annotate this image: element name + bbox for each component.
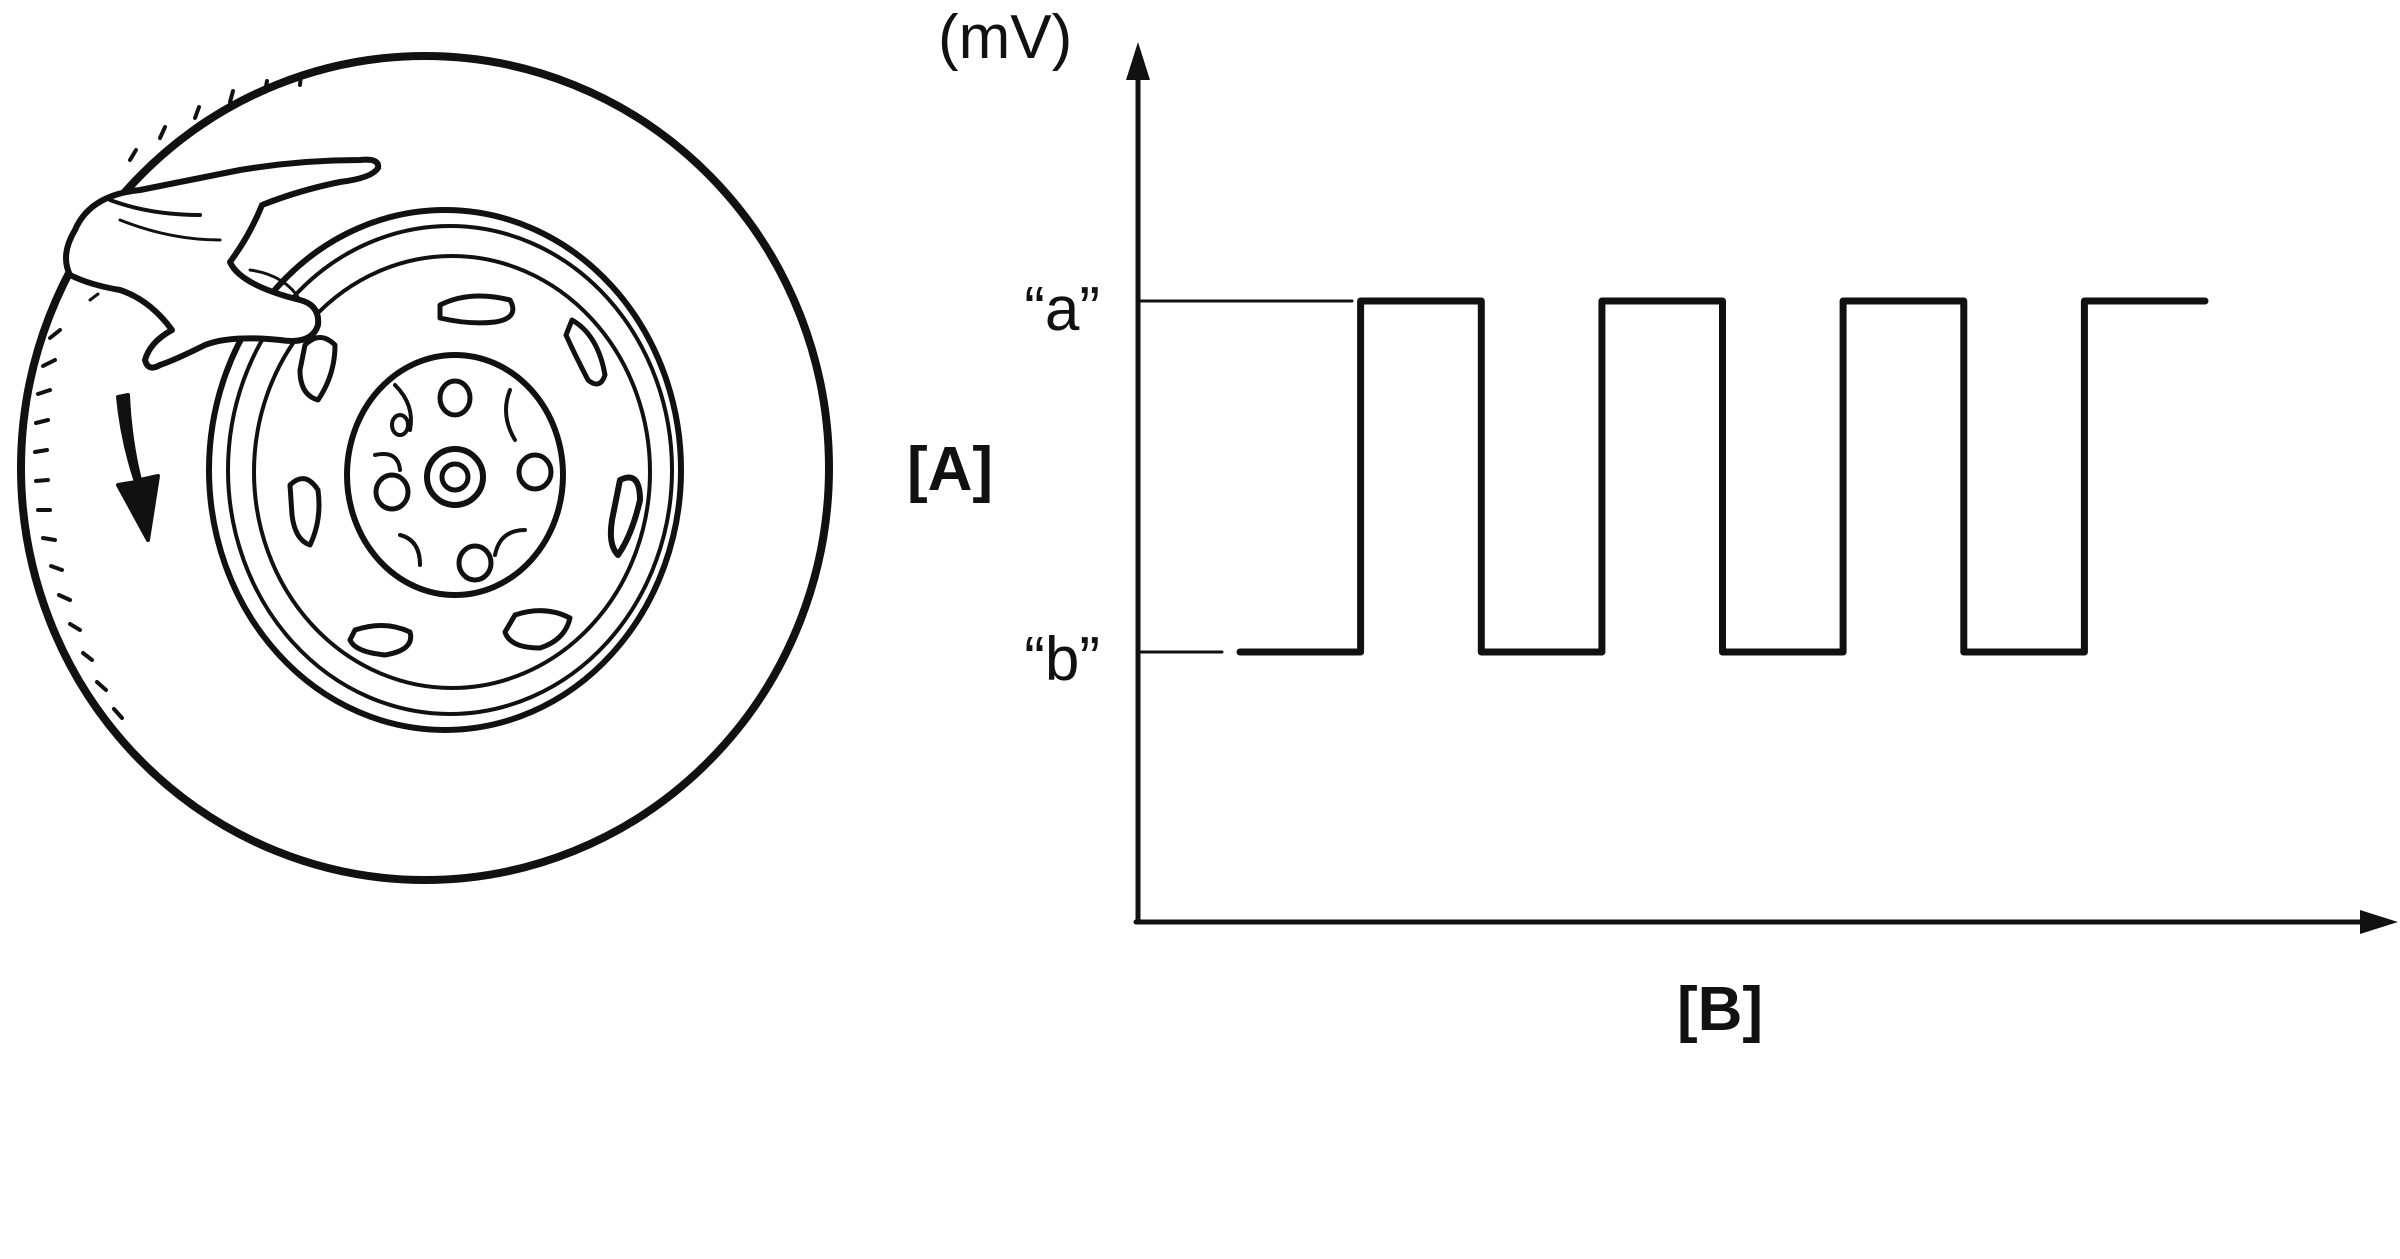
unit-label: (mV): [938, 3, 1072, 72]
hub-plate: [344, 352, 566, 598]
rim-ring-inner: [252, 254, 652, 690]
wheel-icon: [17, 52, 833, 884]
tire-outer: [17, 52, 833, 884]
wheel-illustration: [17, 52, 833, 884]
level-a-label: “a”: [1024, 275, 1100, 344]
rotation-arrow-icon: [116, 393, 160, 542]
waveform-chart: (mV) “a” “b” [A] [B]: [907, 3, 2398, 1044]
tire-inner-edge: [206, 207, 684, 733]
y-axis-label: [A]: [907, 435, 993, 504]
lug-holes: [373, 378, 554, 583]
hub-spokes: [373, 383, 527, 567]
hand-icon: [63, 156, 382, 371]
rim-ring-outer: [226, 224, 674, 716]
level-b-label: “b”: [1024, 625, 1100, 694]
center-cap-outer: [424, 446, 486, 508]
x-axis-label: [B]: [1677, 975, 1763, 1044]
x-axis-arrowhead: [2360, 910, 2398, 934]
waveform-series-line: [1236, 297, 2209, 656]
y-axis-arrowhead: [1126, 42, 1150, 80]
rim-slots: [287, 293, 643, 658]
center-cap-inner: [439, 461, 471, 493]
tread-marks: [33, 72, 303, 720]
